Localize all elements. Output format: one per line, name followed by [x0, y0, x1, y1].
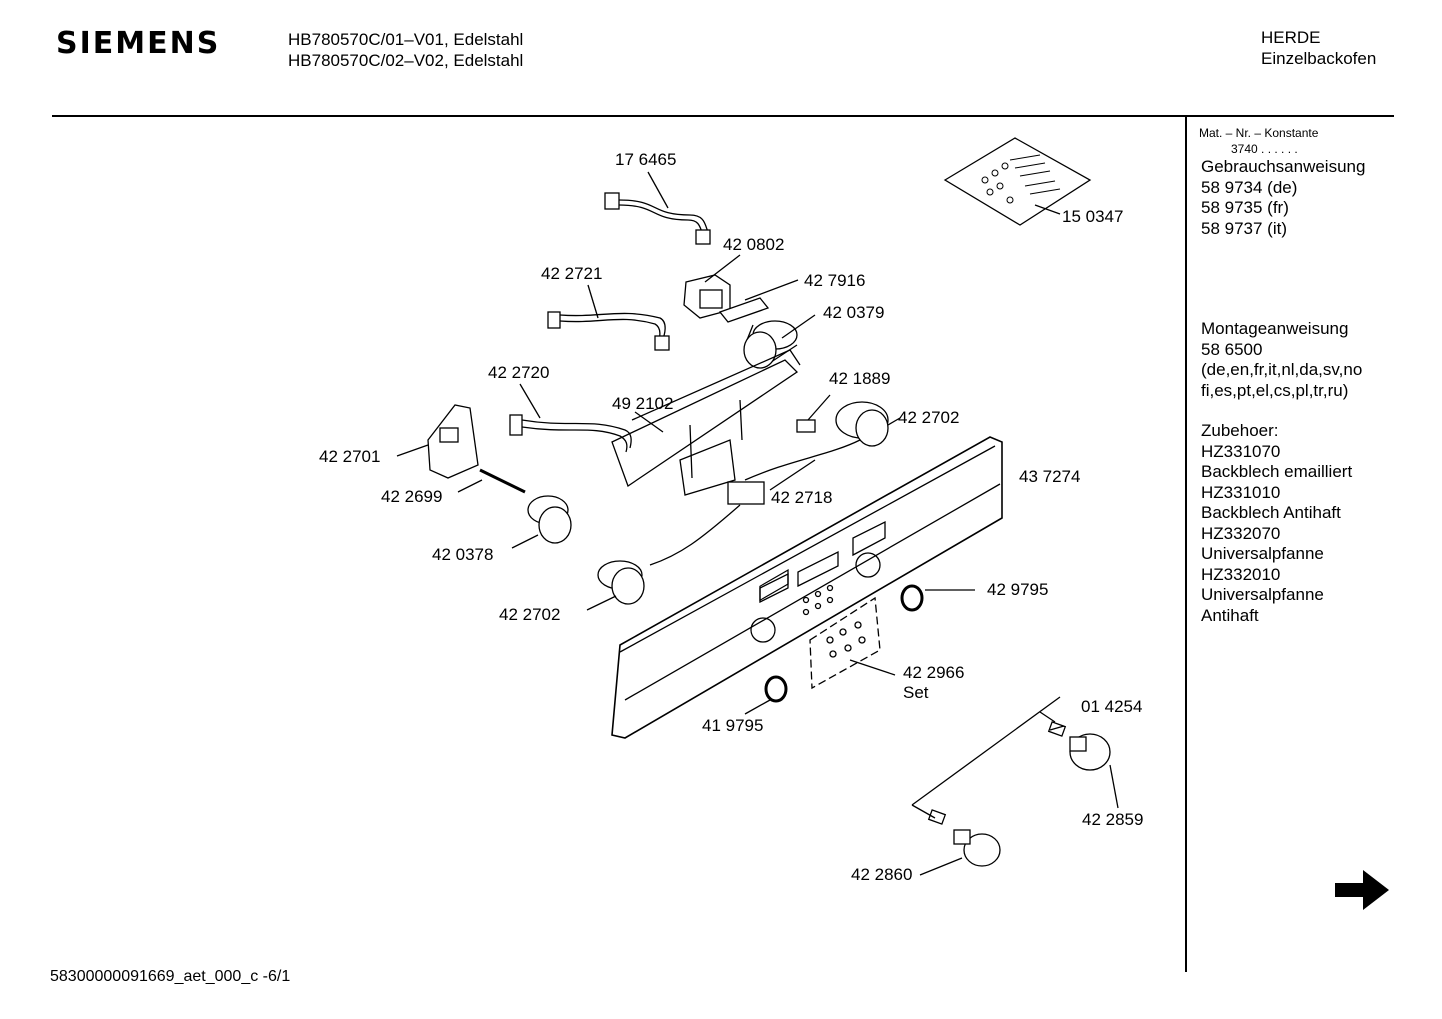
zubehoer-block: Zubehoer: HZ331070 Backblech emailliert … — [1201, 421, 1352, 626]
montage-langs: fi,es,pt,el,cs,pl,tr,ru) — [1201, 380, 1349, 400]
gebrauch-title: Gebrauchsanweisung — [1201, 157, 1366, 176]
ring-429795 — [900, 584, 975, 612]
exploded-parts-diagram: 17 6465 15 0347 42 0802 42 2721 42 7916 … — [319, 137, 1143, 884]
gebrauch-block: Gebrauchsanweisung 58 9734 (de) 58 9735 … — [1201, 157, 1365, 239]
ring-419795 — [744, 675, 788, 715]
montage-block: Montageanweisung 58 6500 (de,en,fr,it,nl… — [1201, 319, 1362, 401]
part-label: 42 2701 — [319, 447, 380, 466]
footer-doc-id: 58300000091669_aet_000_c -6/1 — [50, 968, 291, 985]
housing-422702-upper — [835, 401, 901, 447]
part-label: 17 6465 — [615, 150, 676, 169]
subcategory: Einzelbackofen — [1261, 49, 1377, 68]
part-label: 42 2718 — [771, 488, 832, 507]
zubehoer-title: Zubehoer: — [1201, 421, 1279, 440]
zubehoer-item: HZ331010 — [1201, 482, 1281, 502]
zubehoer-item: Antihaft — [1201, 605, 1259, 625]
knob-422859 — [911, 696, 1119, 809]
part-label: 42 2702 — [499, 605, 560, 624]
housing-420379 — [743, 314, 816, 369]
part-label: 42 2720 — [488, 363, 549, 382]
montage-langs: (de,en,fr,it,nl,da,sv,no — [1201, 360, 1363, 379]
part-label: 15 0347 — [1062, 207, 1123, 226]
gebrauch-item: 58 9737 (it) — [1201, 218, 1287, 238]
part-label: 42 1889 — [829, 369, 890, 388]
arrow-right-icon[interactable] — [1333, 866, 1391, 914]
model-block: HB780570C/01–V01, Edelstahl HB780570C/02… — [288, 29, 523, 71]
montage-title: Montageanweisung — [1201, 319, 1349, 338]
pcb-frame-492102 — [611, 349, 801, 496]
part-label: 42 2702 — [898, 408, 959, 427]
control-panel-437274 — [611, 436, 1003, 739]
part-label: 43 7274 — [1019, 467, 1080, 486]
bracket-427916 — [718, 279, 799, 323]
sensor-422699 — [457, 468, 526, 494]
mat-nr-value: 3740 . . . . . . — [1231, 142, 1298, 156]
part-label: 42 2721 — [541, 264, 602, 283]
cable-422721 — [547, 284, 670, 351]
zubehoer-item: Universalpfanne — [1201, 585, 1324, 604]
gebrauch-item: 58 9735 (fr) — [1201, 198, 1289, 217]
montage-number: 58 6500 — [1201, 339, 1263, 359]
module-422701 — [396, 404, 479, 479]
cable-422720 — [509, 383, 632, 453]
zubehoer-item: Universalpfanne — [1201, 544, 1324, 563]
part-label: 42 2966 — [903, 663, 964, 682]
zubehoer-item: HZ331070 — [1201, 441, 1281, 461]
screw-bag-150347 — [943, 137, 1092, 226]
knob-422860 — [911, 804, 1001, 876]
header-divider — [52, 115, 1394, 117]
housing-422702-lower — [586, 560, 645, 611]
part-label: 42 0379 — [823, 303, 884, 322]
mat-nr-label: Mat. – Nr. – Konstante — [1199, 126, 1319, 140]
brand-logo: SIEMENS — [56, 26, 221, 61]
zubehoer-item: Backblech Antihaft — [1201, 503, 1341, 522]
part-label: 42 9795 — [987, 580, 1048, 599]
zubehoer-item: HZ332010 — [1201, 564, 1281, 584]
category: HERDE — [1261, 28, 1321, 47]
part-label: 01 4254 — [1081, 697, 1142, 716]
sidebar-divider — [1185, 116, 1187, 972]
zubehoer-item: Backblech emailliert — [1201, 462, 1353, 481]
housing-420378 — [511, 495, 572, 549]
clip-421889 — [796, 394, 831, 433]
harness-422718 — [649, 439, 861, 566]
part-label: 42 7916 — [804, 271, 865, 290]
part-label: 42 0802 — [723, 235, 784, 254]
zubehoer-item: HZ332070 — [1201, 523, 1281, 543]
category-block: HERDE Einzelbackofen — [1261, 27, 1376, 69]
screw-set-422966 — [809, 596, 896, 690]
part-label: Set — [903, 683, 929, 702]
part-label: 42 2859 — [1082, 810, 1143, 829]
part-label: 41 9795 — [702, 716, 763, 735]
gebrauch-item: 58 9734 (de) — [1201, 177, 1298, 197]
mat-nr-block: Mat. – Nr. – Konstante 3740 . . . . . . — [1199, 125, 1318, 157]
model-line-2: HB780570C/02–V02, Edelstahl — [288, 51, 524, 70]
part-label: 42 2860 — [851, 865, 912, 884]
part-label: 42 2699 — [381, 487, 442, 506]
part-label: 49 2102 — [612, 394, 673, 413]
part-label: 42 0378 — [432, 545, 493, 564]
model-line-1: HB780570C/01–V01, Edelstahl — [288, 30, 524, 49]
cable-176465 — [604, 171, 711, 245]
